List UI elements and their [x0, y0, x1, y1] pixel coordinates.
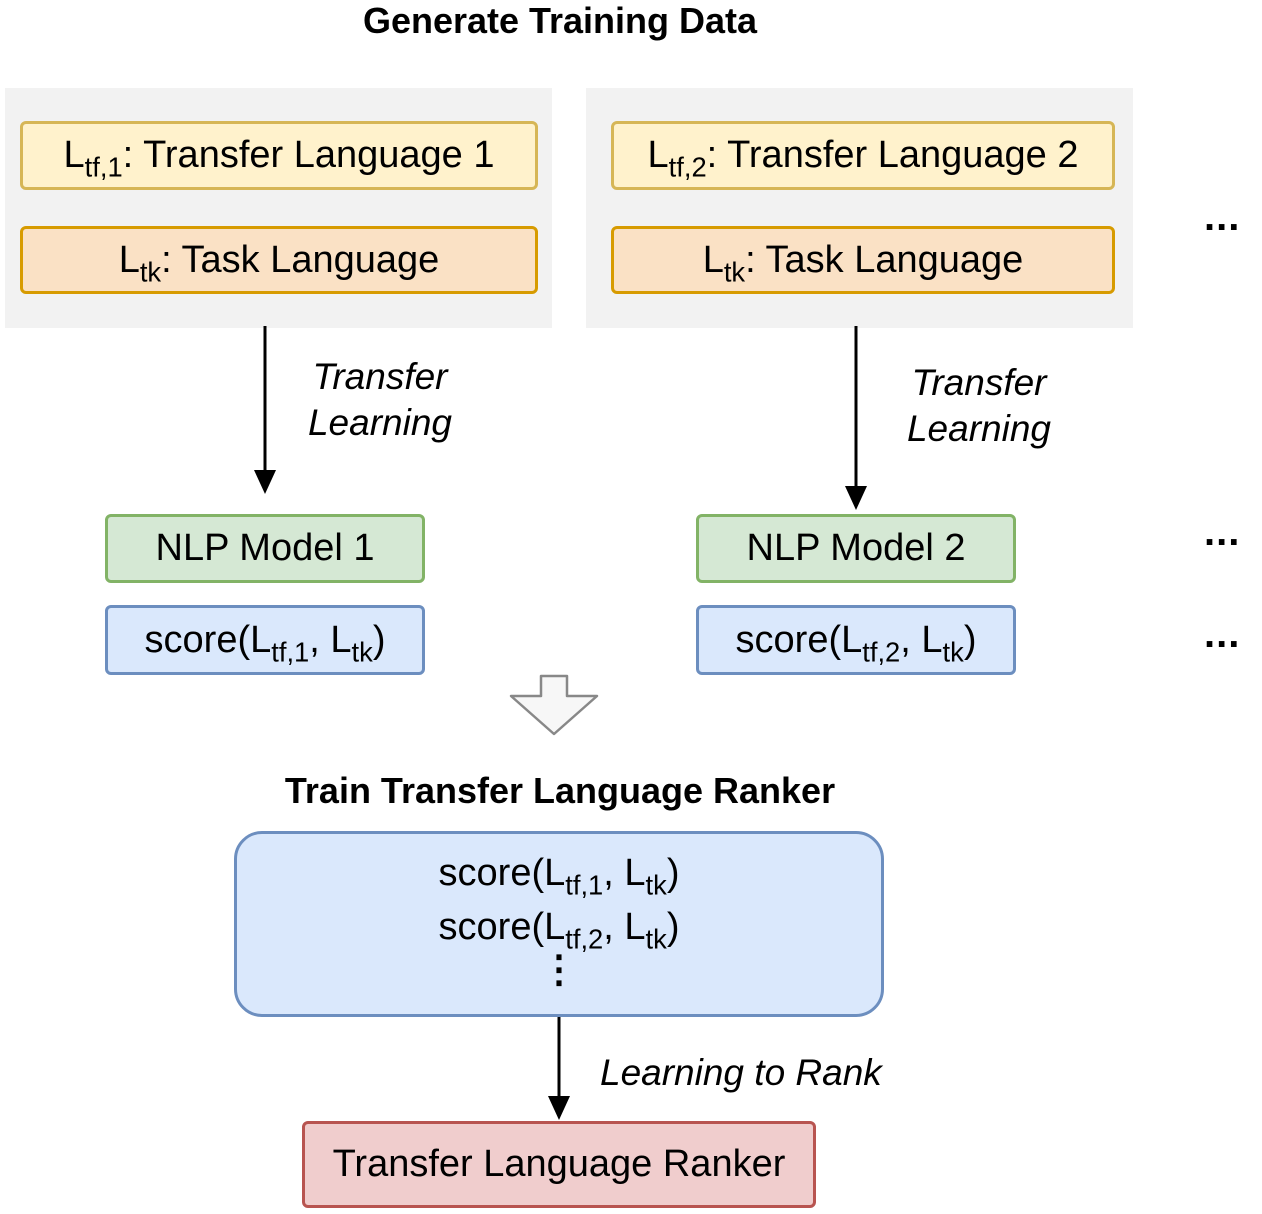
nlp-model-1-box: NLP Model 1	[105, 514, 425, 583]
ellipsis-languages: ...	[1204, 195, 1241, 239]
transfer-language-2-label: Ltf,2: Transfer Language 2	[647, 134, 1079, 183]
vertical-ellipsis: ⋮	[540, 949, 578, 991]
transfer-language-2-box: Ltf,2: Transfer Language 2	[611, 121, 1115, 190]
bottom-heading: Train Transfer Language Ranker	[284, 770, 836, 811]
ellipsis-models: ...	[1204, 510, 1241, 554]
transfer-arrow-2	[845, 326, 867, 510]
score-1-box: score(Ltf,1, Ltk)	[105, 605, 425, 675]
transfer-language-ranker-box: Transfer Language Ranker	[302, 1121, 816, 1208]
task-language-box-1: Ltk: Task Language	[20, 226, 538, 294]
score-2-box: score(Ltf,2, Ltk)	[696, 605, 1016, 675]
score-list-box: score(Ltf,1, Ltk) score(Ltf,2, Ltk) ⋮	[234, 831, 884, 1017]
score-list-item-2: score(Ltf,2, Ltk)	[438, 906, 680, 955]
task-language-label-2: Ltk: Task Language	[702, 238, 1024, 288]
transfer-learning-label-1: Transfer Learning	[307, 356, 452, 443]
ellipsis-scores: ...	[1204, 612, 1241, 656]
score-1-label: score(Ltf,1, Ltk)	[144, 618, 386, 668]
transfer-arrow-1	[254, 326, 276, 494]
transfer-language-1-box: Ltf,1: Transfer Language 1	[20, 121, 538, 190]
task-language-label-1: Ltk: Task Language	[118, 238, 440, 288]
score-2-label: score(Ltf,2, Ltk)	[735, 618, 977, 668]
hollow-down-arrow-icon	[509, 674, 599, 736]
transfer-language-1-label: Ltf,1: Transfer Language 1	[63, 134, 495, 183]
nlp-model-2-box: NLP Model 2	[696, 514, 1016, 583]
rank-arrow	[548, 1016, 570, 1120]
task-language-box-2: Ltk: Task Language	[611, 226, 1115, 294]
learning-to-rank-label: Learning to Rank	[600, 1052, 882, 1093]
score-list-item-1: score(Ltf,1, Ltk)	[438, 852, 680, 901]
transfer-learning-label-2: Transfer Learning	[906, 362, 1051, 449]
top-heading: Generate Training Data	[362, 0, 758, 41]
